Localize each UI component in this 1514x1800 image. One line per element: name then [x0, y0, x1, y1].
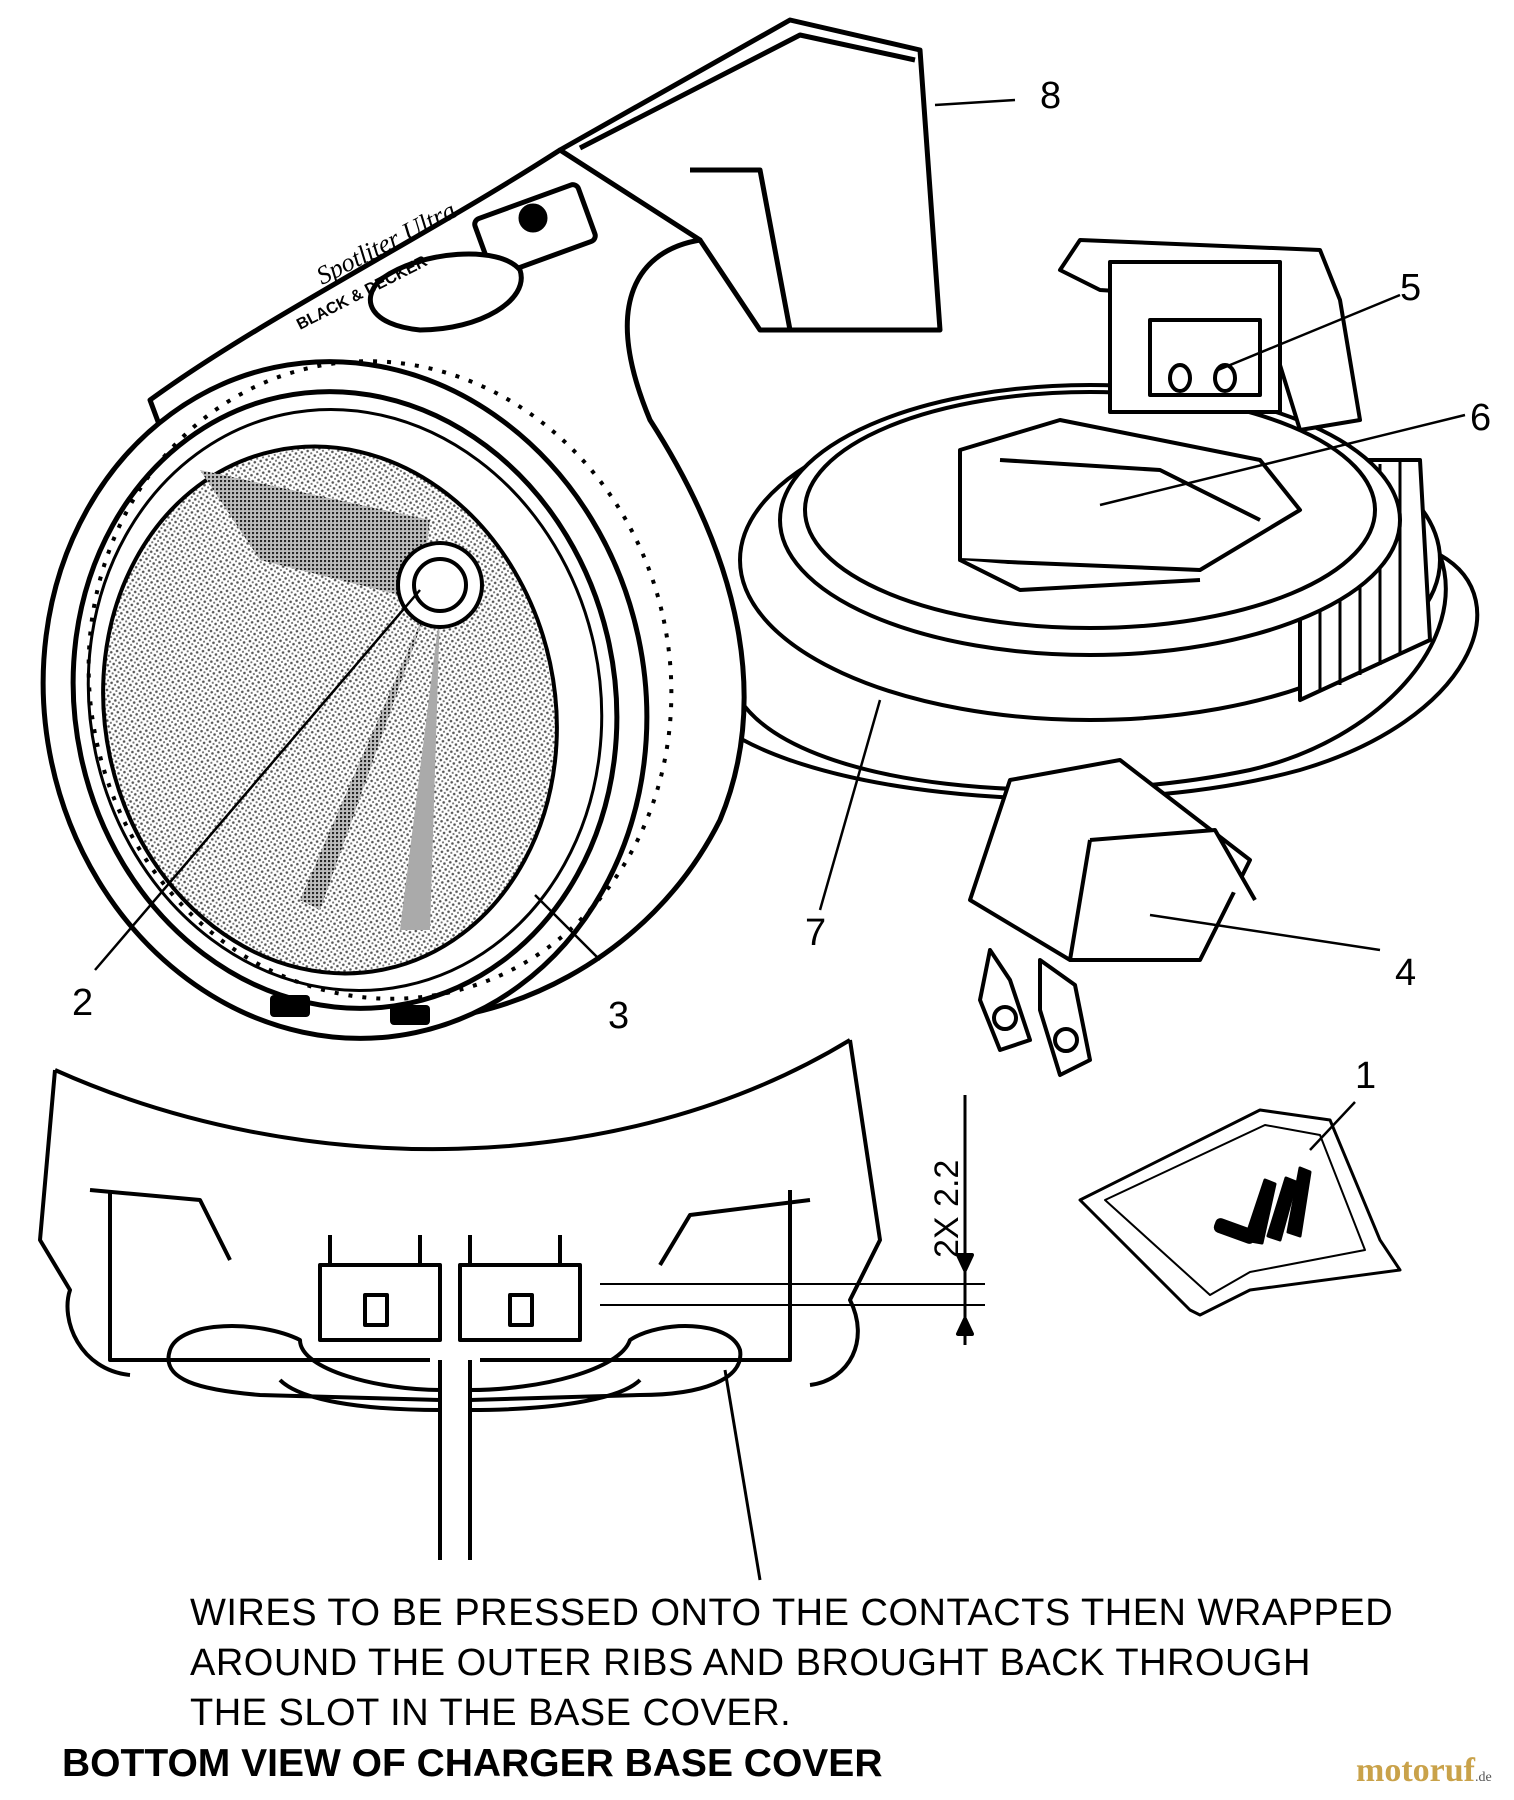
hardware-packet [1078, 1108, 1402, 1317]
watermark: motoruf.de [1356, 1752, 1492, 1790]
spotlight-feet [270, 995, 430, 1025]
callout-1: 1 [1355, 1055, 1376, 1097]
callout-2: 2 [72, 982, 93, 1024]
assembly-note: WIRES TO BE PRESSED ONTO THE CONTACTS TH… [190, 1588, 1490, 1738]
leader-lines [94, 98, 1466, 1151]
figure-caption: BOTTOM VIEW OF CHARGER BASE COVER [62, 1742, 883, 1785]
callout-6: 6 [1470, 397, 1491, 439]
ribbed-ring [86, 359, 674, 1001]
charger-plug [968, 758, 1257, 1077]
watermark-suffix: .de [1474, 1770, 1492, 1785]
callout-3: 3 [608, 995, 629, 1037]
callout-4: 4 [1395, 952, 1416, 994]
note-line: AROUND THE OUTER RIBS AND BROUGHT BACK T… [190, 1642, 1311, 1684]
callout-7: 7 [805, 912, 826, 954]
note-line: WIRES TO BE PRESSED ONTO THE CONTACTS TH… [190, 1592, 1394, 1634]
callout-8: 8 [1040, 75, 1061, 117]
dimension-label: 2X 2.2 [928, 1160, 966, 1258]
watermark-name: motoruf [1356, 1752, 1475, 1789]
note-line: THE SLOT IN THE BASE COVER. [190, 1692, 792, 1734]
reflector [101, 444, 559, 976]
callout-5: 5 [1400, 267, 1421, 309]
charger-base [698, 238, 1480, 801]
bottom-view [38, 1038, 985, 1581]
